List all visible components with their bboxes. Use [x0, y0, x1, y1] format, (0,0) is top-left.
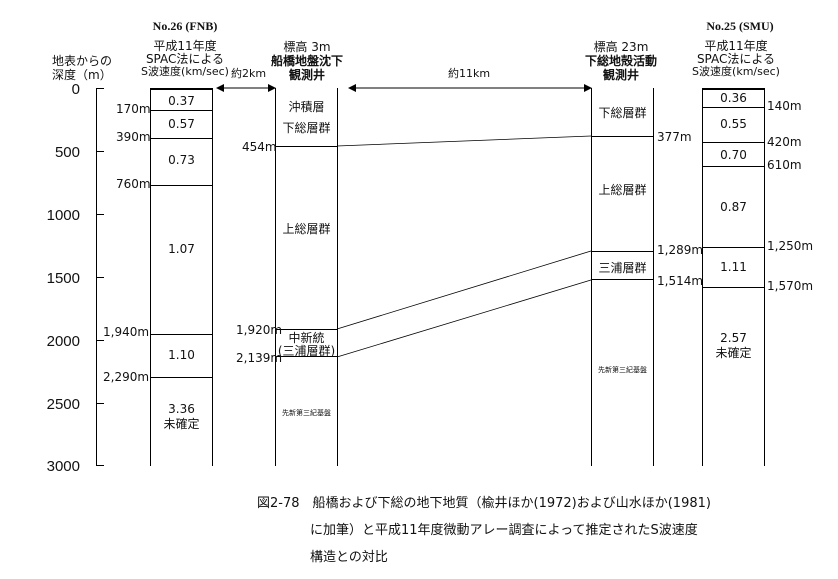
axis-tick [96, 403, 104, 404]
smu-velocity-value: 0.87 [720, 200, 747, 214]
figure-caption-line2: に加筆）と平成11年度微動アレー調査によって推定されたS波速度 [310, 523, 698, 538]
layer-boundary [151, 138, 212, 139]
funabashi-layer-label: 先新第三紀基盤 [282, 409, 331, 417]
figure-caption-line3: 構造との対比 [310, 550, 388, 565]
fnb-depth-label: 170m [116, 102, 151, 116]
smu-header-line2: SPAC法による [696, 52, 776, 66]
funabashi-header-line3: 観測井 [288, 68, 325, 82]
axis-tick [96, 88, 104, 89]
shimosa-layer-label: 先新第三紀基盤 [598, 366, 647, 374]
shimosa-depth-label: 377m [657, 130, 692, 144]
smu-velocity-value: 0.70 [720, 148, 747, 162]
funabashi-header-line2: 船橋地盤沈下 [270, 54, 343, 68]
layer-boundary [276, 356, 337, 357]
smu-depth-label: 420m [767, 135, 802, 149]
funabashi-depth-label: 1,920m [236, 323, 283, 337]
fnb-velocity-value: 3.36 [168, 402, 195, 416]
funabashi-depth-label: 2,139m [236, 351, 283, 365]
axis-tick-label: 2000 [46, 333, 80, 350]
fnb-depth-label: 2,290m [103, 370, 150, 384]
layer-boundary [703, 107, 764, 108]
axis-tick [96, 465, 104, 466]
shimosa-depth-label: 1,289m [657, 243, 704, 257]
smu-depth-label: 1,570m [767, 279, 814, 293]
fnb-depth-label: 760m [116, 177, 151, 191]
smu-uncertain-note: 未確定 [715, 346, 752, 360]
layer-boundary [151, 377, 212, 378]
smu-header-line1: 平成11年度 [704, 39, 768, 53]
fnb-velocity-column [150, 88, 213, 466]
shimosa-header-line2: 下総地殻活動 [584, 54, 657, 68]
shimosa-borehole-column [591, 88, 654, 466]
axis-tick-label: 2500 [46, 396, 80, 413]
axis-tick-label: 3000 [46, 458, 80, 475]
fnb-station-label: No.26 (FNB) [152, 19, 218, 33]
smu-depth-label: 140m [767, 99, 802, 113]
smu-header-line3: S波速度(km/sec) [692, 65, 780, 78]
funabashi-layer-label: 中新統 [288, 331, 325, 345]
shimosa-header-line3: 観測井 [602, 68, 639, 82]
shimosa-header-line1: 標高 23m [593, 40, 649, 54]
axis-tick-label: 1000 [46, 207, 80, 224]
smu-velocity-value: 0.55 [720, 117, 747, 131]
smu-depth-label: 1,250m [767, 239, 814, 253]
smu-velocity-value: 2.57 [720, 331, 747, 345]
funabashi-layer-label: 下総層群 [282, 121, 331, 135]
distance-11km-label: 約11km [448, 67, 491, 80]
funabashi-header-line1: 標高 3m [283, 40, 331, 54]
fnb-depth-label: 390m [116, 130, 151, 144]
axis-tick [96, 214, 104, 215]
shimosa-layer-label: 三浦層群 [598, 261, 647, 275]
correlation-line-miura-base [336, 279, 592, 358]
fnb-uncertain-note: 未確定 [163, 417, 200, 431]
axis-title-line2: 深度（m） [52, 68, 112, 82]
correlation-line-kazusa-base [336, 250, 592, 330]
smu-depth-label: 610m [767, 158, 802, 172]
axis-title-line1: 地表からの [52, 54, 113, 68]
fnb-velocity-value: 0.57 [168, 117, 195, 131]
smu-velocity-value: 1.11 [720, 260, 747, 274]
shimosa-depth-label: 1,514m [657, 274, 704, 288]
smu-velocity-value: 0.36 [720, 91, 747, 105]
smu-velocity-column [702, 88, 765, 466]
funabashi-depth-label: 454m [242, 140, 277, 154]
layer-boundary [151, 334, 212, 335]
fnb-header-line1: 平成11年度 [153, 39, 217, 53]
axis-tick [96, 151, 104, 152]
figure-caption-line1: 図2-78 船橋および下総の地下地質（楡井ほか(1972)および山水ほか(198… [257, 496, 711, 511]
axis-tick-label: 500 [54, 144, 80, 161]
fnb-velocity-value: 0.73 [168, 153, 195, 167]
fnb-velocity-value: 1.10 [168, 348, 195, 362]
layer-boundary [703, 166, 764, 167]
layer-boundary [592, 136, 653, 137]
layer-boundary [592, 279, 653, 280]
layer-boundary [592, 251, 653, 252]
layer-boundary [703, 287, 764, 288]
distance-2km-label: 約2km [231, 67, 267, 80]
fnb-velocity-value: 0.37 [168, 94, 195, 108]
smu-station-label: No.25 (SMU) [706, 19, 774, 33]
layer-boundary [276, 329, 337, 330]
shimosa-layer-label: 下総層群 [598, 106, 647, 120]
fnb-header-line2: SPAC法による [145, 52, 225, 66]
funabashi-borehole-column [275, 88, 338, 466]
fnb-header-line3: S波速度(km/sec) [141, 65, 229, 78]
axis-tick-label: 0 [71, 81, 80, 98]
axis-tick-label: 1500 [46, 270, 80, 287]
funabashi-layer-label: 上総層群 [282, 222, 331, 236]
layer-boundary [703, 142, 764, 143]
fnb-depth-label: 1,940m [103, 325, 150, 339]
funabashi-layer-label: (三浦層群) [277, 344, 336, 358]
axis-tick [96, 277, 104, 278]
correlation-line-shimosa-base [336, 135, 592, 147]
layer-boundary [703, 247, 764, 248]
fnb-velocity-value: 1.07 [168, 242, 195, 256]
layer-boundary [276, 146, 337, 147]
layer-boundary [151, 185, 212, 186]
layer-boundary [151, 110, 212, 111]
axis-tick [96, 340, 104, 341]
funabashi-layer-label: 沖積層 [288, 100, 325, 114]
shimosa-layer-label: 上総層群 [598, 183, 647, 197]
